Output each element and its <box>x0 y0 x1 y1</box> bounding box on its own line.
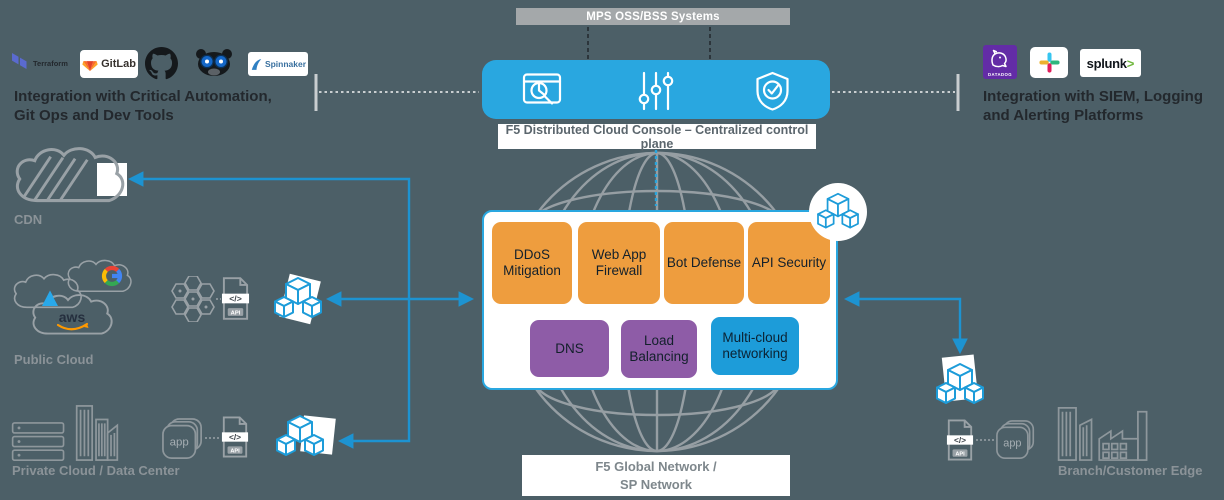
service-load-balancing: Load Balancing <box>621 320 697 378</box>
branch-edge-buildings-icon <box>1056 404 1156 467</box>
gitlab-text: GitLab <box>101 58 136 70</box>
api-file-icon-private <box>221 416 249 463</box>
public-cloud-label: Public Cloud <box>14 352 94 367</box>
service-api-security: API Security <box>748 222 830 304</box>
app-icon-right <box>996 419 1036 466</box>
global-network-bar: F5 Global Network / SP Network <box>522 455 790 496</box>
service-ddos-mitigation: DDoS Mitigation <box>492 222 572 304</box>
splunk-chevron: > <box>1126 55 1135 71</box>
service-web-app-firewall: Web App Firewall <box>578 222 660 304</box>
spinnaker-text: Spinnaker <box>264 59 307 69</box>
mps-oss-bss-bar: MPS OSS/BSS Systems <box>516 8 790 25</box>
splunk-text: splunk <box>1086 55 1127 71</box>
aws-smile <box>56 322 89 331</box>
microservices-hexagons-icon <box>168 275 218 327</box>
splunk-logo: splunk > <box>1080 49 1141 77</box>
slack-hash-icon <box>1038 52 1060 73</box>
goggles-mascot-logo <box>192 47 236 83</box>
branch-edge-label: Branch/Customer Edge <box>1058 463 1203 478</box>
cdn-label: CDN <box>14 212 43 227</box>
server-rack-icon <box>10 422 68 467</box>
cdn-cloud-icon <box>10 144 128 211</box>
aws-smile-tip <box>84 324 89 328</box>
github-octocat-icon <box>145 47 178 80</box>
api-file-icon-edge <box>946 419 974 466</box>
github-logo <box>145 47 178 85</box>
spinnaker-logo: Spinnaker <box>248 52 308 76</box>
card-edge-arrow <box>843 291 968 355</box>
app-icon-left <box>162 417 204 466</box>
data-center-buildings-icon <box>74 404 120 467</box>
mps-dashed-links <box>587 27 711 59</box>
slack-logo <box>1030 47 1068 78</box>
global-network-label: F5 Global Network / SP Network <box>595 458 717 492</box>
terraform-logo: Terraform <box>10 50 68 76</box>
public-cloud-icon: aws <box>8 256 160 357</box>
gitlab-logo: GitLab <box>80 50 138 78</box>
datadog-dog-icon: DATADOG <box>983 45 1017 79</box>
distributed-cloud-console <box>482 60 830 119</box>
gitlab-tanuki-icon <box>82 60 98 71</box>
service-dns: DNS <box>530 320 609 377</box>
datadog-logo: DATADOG <box>983 45 1017 84</box>
xc-node-icon-private <box>276 414 324 465</box>
terraform-text: Terraform <box>33 58 68 68</box>
mps-oss-bss-label: MPS OSS/BSS Systems <box>586 10 720 23</box>
datadog-text: DATADOG <box>988 72 1012 77</box>
api-file-icon <box>221 277 250 325</box>
console-label: F5 Distributed Cloud Console – Centraliz… <box>505 122 809 151</box>
xc-node-icon-public <box>274 276 322 327</box>
sliders-icon <box>638 71 674 116</box>
spinnaker-sail-icon <box>251 58 262 70</box>
service-bot-defense: Bot Defense <box>664 222 744 304</box>
xc-node-cubes-icon <box>817 192 859 232</box>
azure-logo <box>42 290 58 306</box>
right-integration-heading: Integration with SIEM, Logging and Alert… <box>983 88 1203 124</box>
private-cloud-label: Private Cloud / Data Center <box>12 463 180 478</box>
goggles-mascot-icon <box>196 49 232 76</box>
left-integration-heading: Integration with Critical Automation, Gi… <box>14 88 272 124</box>
google-logo <box>101 265 123 287</box>
console-label-bar: F5 Distributed Cloud Console – Centraliz… <box>498 122 816 151</box>
xc-node-badge <box>809 183 867 241</box>
shield-check-icon <box>754 71 791 116</box>
service-multi-cloud-networking: Multi-cloud networking <box>711 317 799 375</box>
monitor-analytics-icon <box>522 71 562 113</box>
aws-text: aws <box>59 309 86 325</box>
xc-node-icon-edge <box>936 362 984 413</box>
terraform-mark-icon <box>12 53 27 69</box>
